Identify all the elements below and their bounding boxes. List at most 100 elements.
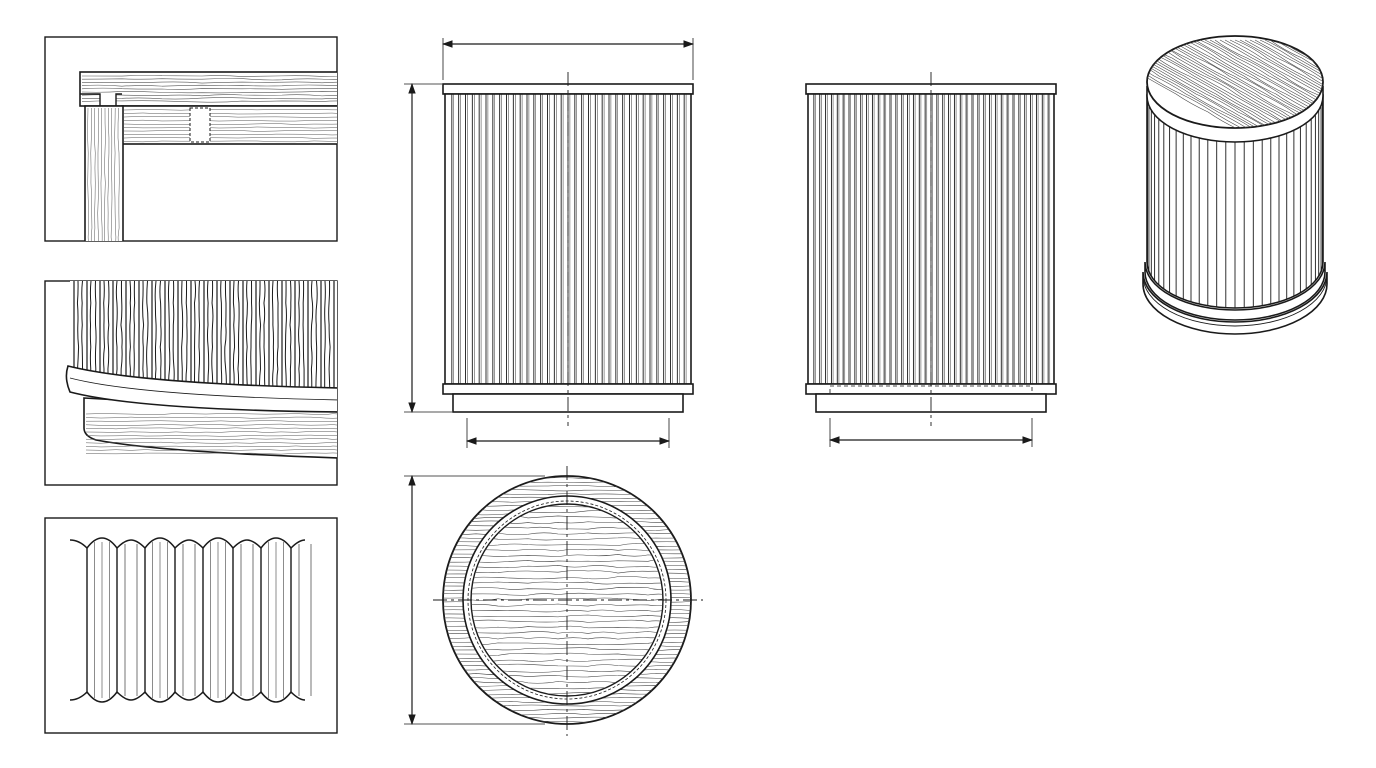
grain-line	[85, 416, 337, 419]
grain-line	[85, 438, 337, 441]
grain-line	[1147, 39, 1323, 128]
grain-line	[245, 281, 249, 391]
grain-line	[123, 126, 337, 129]
isometric-view	[1142, 35, 1328, 335]
iso-base	[1142, 271, 1328, 335]
grain-line	[1269, 39, 1323, 128]
grain-line	[1147, 39, 1273, 128]
grain-line	[471, 636, 663, 640]
grain-line	[81, 100, 337, 103]
grain-line	[85, 423, 337, 426]
grain-line	[206, 281, 210, 391]
flutes	[813, 94, 1051, 384]
grain-line	[81, 84, 337, 87]
grain-line	[185, 281, 188, 391]
detail-top-joint	[44, 36, 338, 242]
grain-line	[198, 281, 201, 391]
grain-line	[220, 281, 223, 391]
grain-line	[85, 445, 337, 448]
grain-line	[1147, 39, 1323, 128]
grain-line	[471, 652, 663, 656]
grain-line	[1159, 39, 1323, 128]
grain-line	[471, 554, 663, 557]
grain-line	[85, 449, 337, 451]
grain-line	[1147, 39, 1323, 128]
grain-line	[81, 81, 337, 84]
grain-line	[1147, 39, 1278, 128]
grain-line	[1189, 39, 1323, 128]
grain-line	[258, 281, 262, 391]
wood-grain	[81, 75, 337, 103]
grain-line	[1154, 39, 1323, 128]
grain-line	[471, 603, 663, 607]
wood-grain	[85, 413, 337, 455]
grain-line	[471, 647, 663, 651]
grain-line	[1169, 39, 1323, 128]
flutes	[451, 94, 687, 384]
grain-line	[471, 559, 663, 563]
grain-line	[328, 281, 331, 391]
grain-line	[471, 642, 663, 645]
grain-line	[471, 548, 663, 552]
grain-line	[471, 614, 663, 618]
grain-line	[123, 109, 337, 111]
grain-line	[100, 107, 103, 241]
grain-line	[85, 431, 337, 433]
grain-line	[159, 281, 162, 391]
grain-line	[81, 94, 337, 97]
flute-profile	[69, 537, 312, 703]
grain-line	[1234, 39, 1323, 128]
grain-line	[114, 107, 117, 241]
grain-line	[104, 107, 106, 241]
grain-line	[172, 281, 175, 391]
grain-line	[94, 107, 96, 241]
grain-line	[85, 452, 337, 455]
dowel	[189, 107, 211, 143]
grain-line	[298, 281, 301, 391]
grain-line	[1204, 39, 1323, 128]
grain-line	[471, 570, 663, 574]
grain-line	[1147, 39, 1288, 128]
grain-line	[123, 112, 337, 115]
grain-line	[123, 123, 337, 125]
grain-line	[232, 281, 236, 391]
grain-line	[85, 427, 337, 430]
grain-line	[1264, 39, 1323, 128]
detail-frame	[44, 517, 338, 734]
grain-line	[133, 281, 136, 391]
grain-line	[342, 281, 343, 390]
grain-line	[324, 281, 326, 391]
grain-line	[94, 281, 97, 391]
grain-line	[141, 281, 145, 391]
grain-line	[1199, 39, 1323, 128]
grain-line	[1147, 39, 1308, 128]
grain-line	[471, 565, 663, 568]
grain-line	[224, 281, 227, 391]
grain-line	[471, 592, 663, 596]
grain-line	[1229, 39, 1323, 128]
grain-line	[81, 91, 337, 94]
grain-line	[1214, 39, 1323, 128]
grain-line	[276, 281, 279, 391]
detail-base-band	[44, 280, 343, 486]
grain-line	[85, 434, 337, 437]
vertical-staves	[73, 281, 343, 392]
grain-line	[81, 97, 337, 100]
grain-line	[302, 281, 305, 391]
grain-line	[81, 78, 337, 81]
grain-line	[81, 87, 337, 90]
grain-line	[123, 116, 337, 118]
band-ring	[65, 365, 337, 413]
grain-line	[1147, 39, 1323, 128]
grain-line	[1179, 39, 1323, 128]
grain-line	[310, 281, 314, 391]
grain-line	[471, 625, 663, 629]
grain-line	[107, 281, 110, 391]
grain-line	[123, 130, 337, 132]
wood-grain	[123, 109, 337, 143]
grain-line	[85, 413, 337, 415]
grain-line	[90, 107, 93, 241]
grain-line	[1147, 39, 1283, 128]
base-plinth	[83, 397, 337, 459]
grain-line	[1164, 39, 1323, 128]
